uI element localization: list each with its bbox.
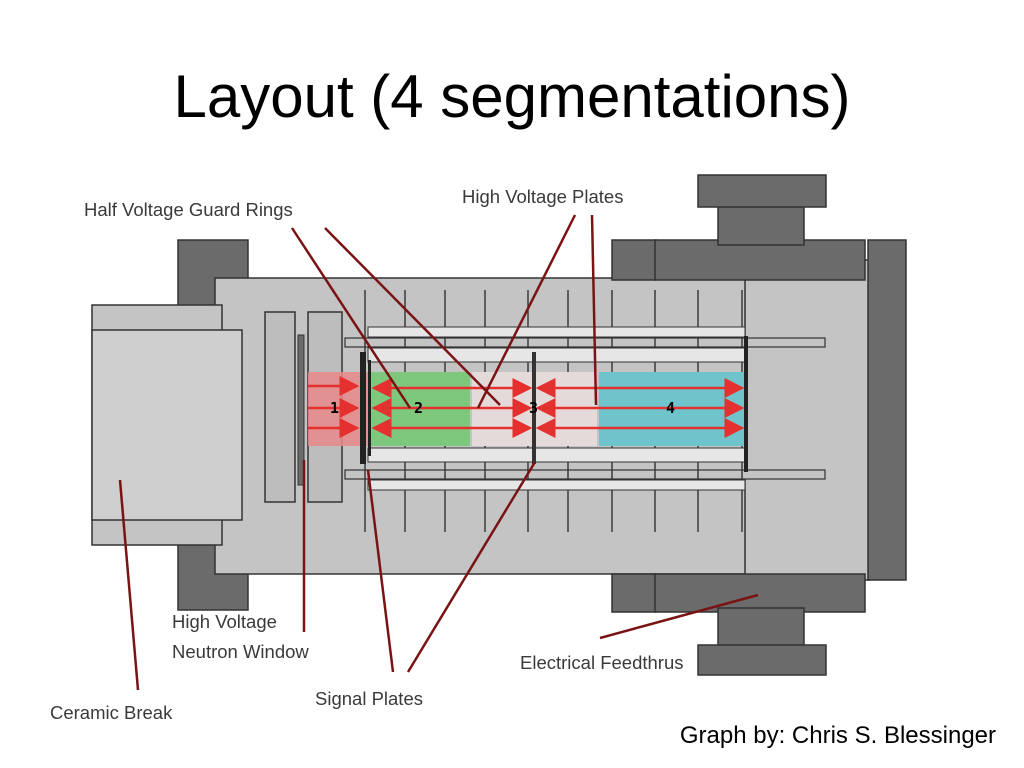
segment-1-label: 1 [330, 399, 339, 417]
segment-2-label: 2 [414, 399, 423, 417]
graph-credit: Graph by: Chris S. Blessinger [679, 722, 996, 749]
segment-3-label: 3 [529, 399, 538, 417]
half-voltage-guard-rings-label: Half Voltage Guard Rings [84, 199, 293, 220]
signal-plates-label: Signal Plates [315, 688, 423, 709]
segment-4-label: 4 [666, 399, 675, 417]
high-voltage-plates-label: High Voltage Plates [462, 186, 623, 207]
ceramic-break-label: Ceramic Break [50, 702, 173, 723]
neutron-window-label: Neutron Window [172, 641, 309, 662]
field-arrows [308, 376, 745, 438]
electrical-feedthrus-label: Electrical Feedthrus [520, 652, 683, 673]
leader-lines [118, 214, 759, 691]
slide-title: Layout (4 segmentations) [173, 63, 851, 130]
high-voltage-label: High Voltage [172, 611, 277, 632]
detector-housing [91, 174, 907, 676]
